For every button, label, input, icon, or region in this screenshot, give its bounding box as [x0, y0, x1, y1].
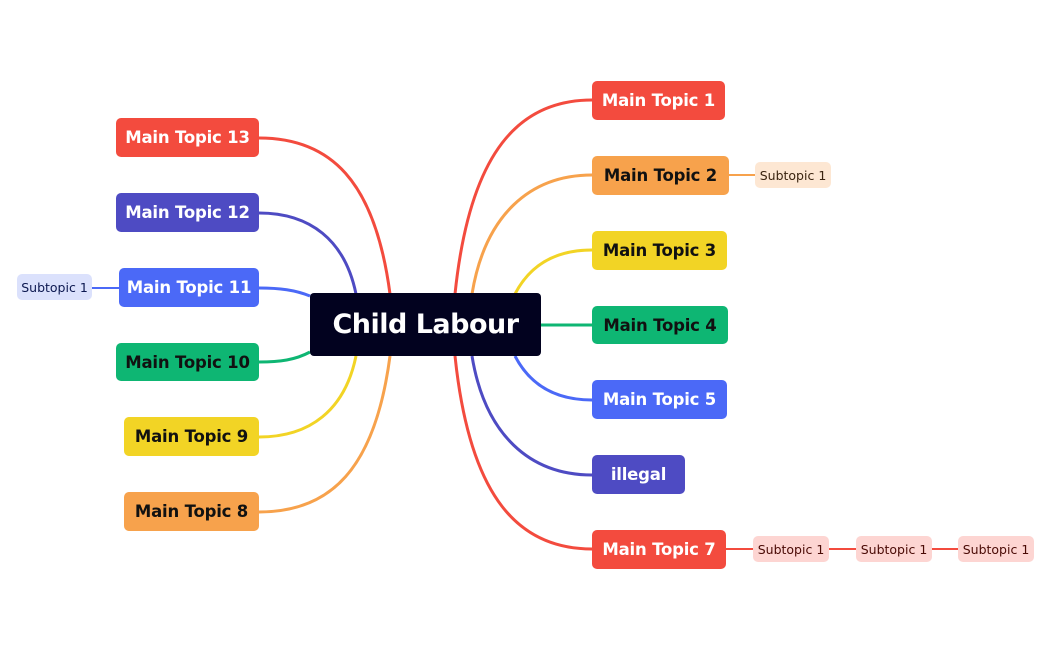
- main-topic-4[interactable]: Main Topic 4: [592, 306, 728, 344]
- link-main-topic-7: [453, 355, 593, 551]
- subtopic-label: Subtopic 1: [757, 541, 825, 557]
- subtopic-label: Subtopic 1: [759, 167, 827, 183]
- main-topic-1-label: Main Topic 1: [601, 91, 716, 110]
- main-topic-11[interactable]: Main Topic 11: [119, 268, 259, 307]
- subtopic-of-topic-7-first[interactable]: Subtopic 1: [753, 536, 829, 562]
- main-topic-4-label: Main Topic 4: [603, 315, 717, 335]
- link-main-topic-2: [470, 173, 593, 295]
- main-topic-8[interactable]: Main Topic 8: [124, 492, 259, 531]
- main-topic-7-label: Main Topic 7: [602, 540, 716, 559]
- main-topic-11-label: Main Topic 11: [126, 278, 252, 297]
- main-topic-5[interactable]: Main Topic 5: [592, 380, 727, 419]
- subtopic-of-topic-11[interactable]: Subtopic 1: [17, 274, 92, 300]
- link-main-topic-11: [258, 286, 311, 298]
- main-topic-9-label: Main Topic 9: [134, 427, 249, 446]
- main-topic-12-label: Main Topic 12: [125, 203, 250, 222]
- link-main-topic-5: [513, 355, 593, 402]
- link-illegal: [470, 355, 593, 477]
- topic-illegal-label: illegal: [610, 465, 667, 484]
- main-topic-12[interactable]: Main Topic 12: [116, 193, 259, 232]
- main-topic-10-label: Main Topic 10: [125, 352, 250, 372]
- topic-illegal[interactable]: illegal: [592, 455, 685, 494]
- main-topic-2[interactable]: Main Topic 2: [592, 156, 729, 195]
- main-topic-2-label: Main Topic 2: [603, 166, 718, 185]
- subtopic-of-topic-2[interactable]: Subtopic 1: [755, 162, 831, 188]
- link-main-topic-10: [258, 350, 311, 364]
- link-main-topic-8: [258, 355, 392, 514]
- main-topic-3-label: Main Topic 3: [602, 241, 717, 260]
- link-main-topic-13: [258, 136, 392, 295]
- main-topic-13-label: Main Topic 13: [125, 128, 250, 147]
- central-topic-label: Child Labour: [332, 309, 519, 340]
- central-topic[interactable]: Child Labour: [310, 293, 541, 356]
- main-topic-7[interactable]: Main Topic 7: [592, 530, 726, 569]
- link-main-topic-9: [258, 355, 358, 439]
- main-topic-13[interactable]: Main Topic 13: [116, 118, 259, 157]
- main-topic-9[interactable]: Main Topic 9: [124, 417, 259, 456]
- link-main-topic-12: [258, 211, 358, 295]
- link-main-topic-3: [513, 248, 593, 295]
- subtopic-label: Subtopic 1: [962, 541, 1030, 557]
- subtopic-of-topic-7-second[interactable]: Subtopic 1: [856, 536, 932, 562]
- main-topic-3[interactable]: Main Topic 3: [592, 231, 727, 270]
- subtopic-of-topic-7-third[interactable]: Subtopic 1: [958, 536, 1034, 562]
- main-topic-10[interactable]: Main Topic 10: [116, 343, 259, 381]
- main-topic-8-label: Main Topic 8: [134, 502, 249, 521]
- main-topic-5-label: Main Topic 5: [602, 390, 717, 409]
- subtopic-label: Subtopic 1: [21, 279, 88, 295]
- link-main-topic-1: [453, 98, 593, 295]
- subtopic-label: Subtopic 1: [860, 541, 928, 557]
- main-topic-1[interactable]: Main Topic 1: [592, 81, 725, 120]
